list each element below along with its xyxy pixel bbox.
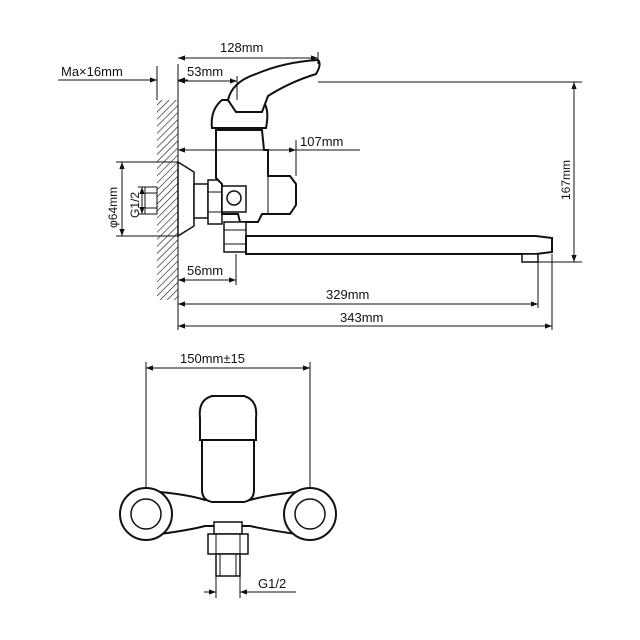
dim-107: 107mm xyxy=(178,134,360,176)
dim-329-label: 329mm xyxy=(326,287,369,302)
dim-167-label: 167mm xyxy=(559,160,573,200)
front-outlet xyxy=(207,521,249,577)
lever-handle xyxy=(226,58,321,113)
dim-343-label: 343mm xyxy=(340,310,383,325)
wall xyxy=(157,100,179,300)
dim-167: 167mm xyxy=(318,81,582,263)
dim-56: 56mm xyxy=(178,254,237,285)
dim-g12-front-label: G1/2 xyxy=(258,576,286,591)
dim-mount: Ma×16mm xyxy=(58,64,188,100)
hex-nut xyxy=(207,179,223,225)
inlet-stub xyxy=(144,186,158,215)
dim-343: 343mm xyxy=(178,254,553,330)
side-view: Ma×16mm 128mm 53mm 107mm 167mm xyxy=(58,40,582,330)
dim-phi64: φ64mm xyxy=(106,161,178,237)
dim-150-label: 150mm±15 xyxy=(180,351,245,366)
dim-128: 128mm xyxy=(178,40,319,64)
right-flange xyxy=(283,487,337,541)
wall-flange xyxy=(177,160,209,238)
mixer-body xyxy=(210,99,297,223)
dim-128-label: 128mm xyxy=(220,40,263,55)
dim-g12-front: G1/2 xyxy=(204,576,296,598)
dim-phi64-label: φ64mm xyxy=(106,187,120,228)
dim-g12-side-label: G1/2 xyxy=(128,192,142,218)
dim-g12-side: G1/2 xyxy=(128,186,145,218)
mount-label: Ma×16mm xyxy=(61,64,123,79)
dim-53: 53mm xyxy=(178,64,238,100)
dim-107-label: 107mm xyxy=(300,134,343,149)
dim-56-label: 56mm xyxy=(187,263,223,278)
front-view: 150mm±15 xyxy=(119,351,337,598)
dim-53-label: 53mm xyxy=(187,64,223,79)
front-body xyxy=(198,395,258,503)
spout xyxy=(223,221,553,263)
left-flange xyxy=(119,487,173,541)
